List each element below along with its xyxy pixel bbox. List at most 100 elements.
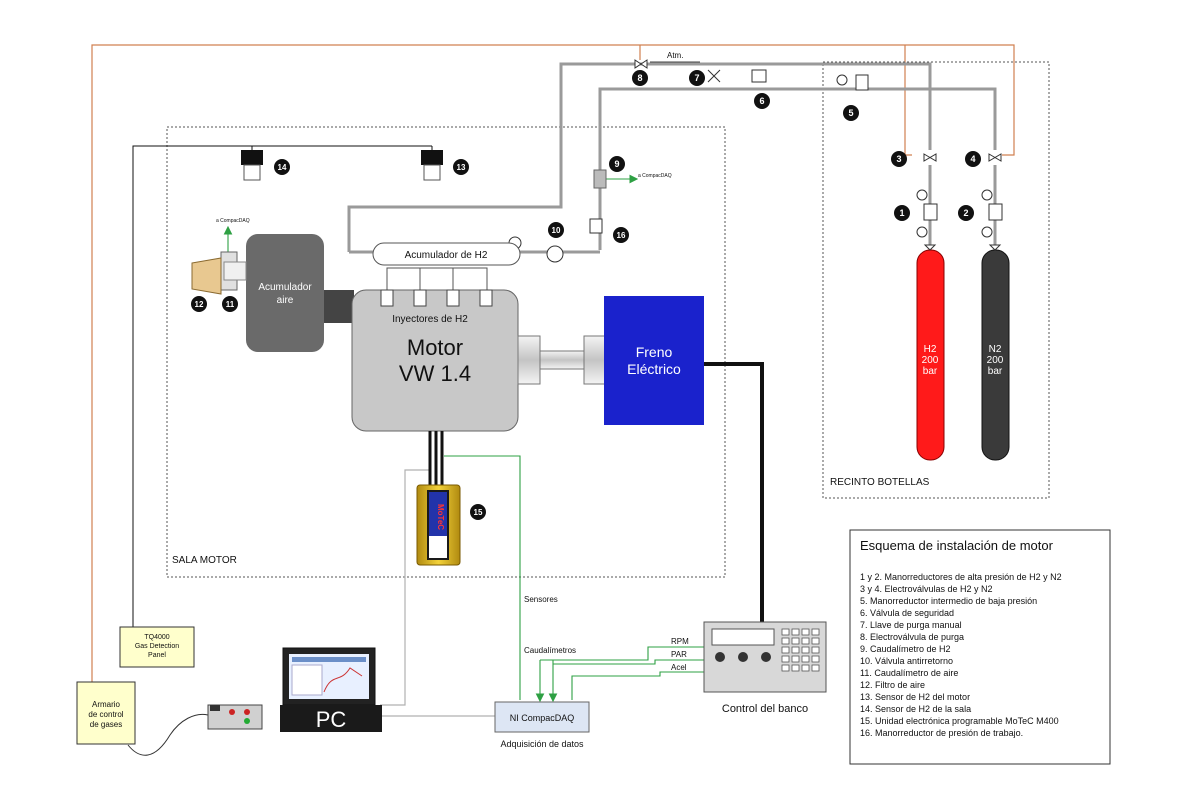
bottle-enclosure-label: RECINTO BOTELLAS bbox=[830, 477, 930, 488]
ecu-cables bbox=[428, 431, 444, 488]
marker-12: 12 bbox=[191, 296, 207, 312]
legend-item: 12. Filtro de aire bbox=[860, 680, 925, 690]
engine-room-label: SALA MOTOR bbox=[172, 555, 237, 566]
svg-text:7: 7 bbox=[694, 73, 699, 83]
legend-item: 10. Válvula antirretorno bbox=[860, 656, 953, 666]
legend-item: 15. Unidad electrónica programable MoTeC… bbox=[860, 716, 1059, 726]
svg-text:1: 1 bbox=[899, 208, 904, 218]
injectors bbox=[380, 289, 493, 307]
injectors-label: Inyectores de H2 bbox=[392, 314, 468, 325]
svg-text:de gases: de gases bbox=[90, 720, 122, 729]
marker-6: 6 bbox=[754, 93, 770, 109]
intake-duct bbox=[324, 290, 354, 323]
marker-9: 9 bbox=[609, 156, 625, 172]
brake-label-1: Freno bbox=[636, 344, 673, 360]
coupling-right bbox=[583, 335, 607, 385]
pc-label: PC bbox=[316, 707, 347, 732]
component-markers: 1 2 3 4 5 6 7 8 9 10 11 12 13 14 15 16 bbox=[191, 70, 981, 520]
air-filter bbox=[191, 257, 222, 295]
svg-text:de control: de control bbox=[88, 710, 123, 719]
svg-text:10: 10 bbox=[552, 226, 561, 235]
motec-logo-text: MoTeC bbox=[436, 504, 445, 530]
svg-text:bar: bar bbox=[988, 366, 1003, 377]
svg-text:200: 200 bbox=[987, 355, 1004, 366]
legend-item: 7. Llave de purga manual bbox=[860, 620, 962, 630]
svg-text:bar: bar bbox=[923, 366, 938, 377]
legend-item: 13. Sensor de H2 del motor bbox=[860, 692, 970, 702]
svg-text:TQ4000: TQ4000 bbox=[144, 634, 169, 641]
marker-11: 11 bbox=[222, 296, 238, 312]
marker-7: 7 bbox=[689, 70, 705, 86]
atm-label: Atm. bbox=[667, 51, 683, 60]
pc-workstation bbox=[280, 647, 382, 732]
svg-text:H2: H2 bbox=[924, 344, 937, 355]
bench-control-caption: Control del banco bbox=[722, 703, 808, 715]
legend-item: 14. Sensor de H2 de la sala bbox=[860, 704, 971, 714]
to-daq-label-air: a CompacDAQ bbox=[216, 218, 250, 224]
bottle-fittings bbox=[508, 59, 1003, 263]
legend-item: 5. Manorreductor intermedio de baja pres… bbox=[860, 596, 1037, 606]
bottle-enclosure-zone bbox=[822, 61, 1050, 499]
svg-text:15: 15 bbox=[474, 508, 483, 517]
room-h2-sensor bbox=[241, 150, 263, 181]
marker-14: 14 bbox=[274, 159, 290, 175]
svg-text:4: 4 bbox=[970, 154, 975, 164]
svg-text:Panel: Panel bbox=[148, 652, 166, 659]
svg-text:13: 13 bbox=[457, 163, 466, 172]
air-accumulator-label-2: aire bbox=[277, 295, 294, 306]
legend-item: 9. Caudalímetro de H2 bbox=[860, 644, 951, 654]
svg-text:16: 16 bbox=[617, 231, 626, 240]
marker-13: 13 bbox=[453, 159, 469, 175]
marker-1: 1 bbox=[894, 205, 910, 221]
to-daq-label-flowmeter: a CompacDAQ bbox=[638, 173, 672, 179]
h2-accumulator-label: Acumulador de H2 bbox=[405, 250, 488, 261]
gas-detection-panel bbox=[119, 626, 195, 668]
flowmeters-label: Caudalímetros bbox=[524, 646, 576, 655]
throttle-label: Acel bbox=[671, 663, 687, 672]
drive-shaft bbox=[539, 350, 585, 370]
legend-item: 1 y 2. Manorreductores de alta presión d… bbox=[860, 572, 1062, 582]
svg-text:8: 8 bbox=[637, 73, 642, 83]
legend-item: 8. Electroválvula de purga bbox=[860, 632, 964, 642]
svg-text:3: 3 bbox=[896, 154, 901, 164]
marker-5: 5 bbox=[843, 105, 859, 121]
h2-flowmeter bbox=[593, 169, 607, 189]
engine-label-2: VW 1.4 bbox=[399, 361, 471, 386]
marker-8: 8 bbox=[632, 70, 648, 86]
legend-box: Esquema de instalación de motor 1 y 2. M… bbox=[849, 529, 1111, 765]
legend-item: 6. Válvula de seguridad bbox=[860, 608, 954, 618]
signal-lines bbox=[223, 174, 704, 703]
svg-text:Armario: Armario bbox=[92, 700, 121, 709]
svg-text:N2: N2 bbox=[989, 344, 1002, 355]
daq-box-label: NI CompacDAQ bbox=[510, 713, 575, 723]
motec-ecu: MoTeC M400 bbox=[416, 484, 461, 566]
h2-bottle: H2 200 bar bbox=[916, 249, 945, 461]
control-pendant-cable bbox=[127, 713, 209, 756]
daq-caption: Adquisición de datos bbox=[500, 739, 584, 749]
brake-label-2: Eléctrico bbox=[627, 361, 681, 377]
legend-title: Esquema de instalación de motor bbox=[860, 538, 1054, 553]
sensors-label: Sensores bbox=[524, 595, 558, 604]
h2-accumulator bbox=[372, 242, 521, 266]
svg-text:12: 12 bbox=[195, 300, 204, 309]
svg-text:14: 14 bbox=[278, 163, 287, 172]
injector-pipes bbox=[386, 267, 488, 290]
daq-box bbox=[494, 701, 590, 733]
legend-items: 1 y 2. Manorreductores de alta presión d… bbox=[860, 572, 1062, 738]
motec-model-text: M400 bbox=[436, 537, 443, 555]
marker-15: 15 bbox=[470, 504, 486, 520]
svg-text:11: 11 bbox=[226, 300, 235, 309]
engine-label-1: Motor bbox=[407, 335, 463, 360]
svg-text:9: 9 bbox=[614, 159, 619, 169]
marker-16: 16 bbox=[613, 227, 629, 243]
engine-h2-sensor bbox=[421, 150, 443, 181]
data-cables bbox=[380, 469, 495, 717]
svg-text:2: 2 bbox=[963, 208, 968, 218]
marker-4: 4 bbox=[965, 151, 981, 167]
marker-3: 3 bbox=[891, 151, 907, 167]
marker-10: 10 bbox=[548, 222, 564, 238]
legend-item: 3 y 4. Electroválvulas de H2 y N2 bbox=[860, 584, 993, 594]
legend-item: 16. Manorreductor de presión de trabajo. bbox=[860, 728, 1023, 738]
